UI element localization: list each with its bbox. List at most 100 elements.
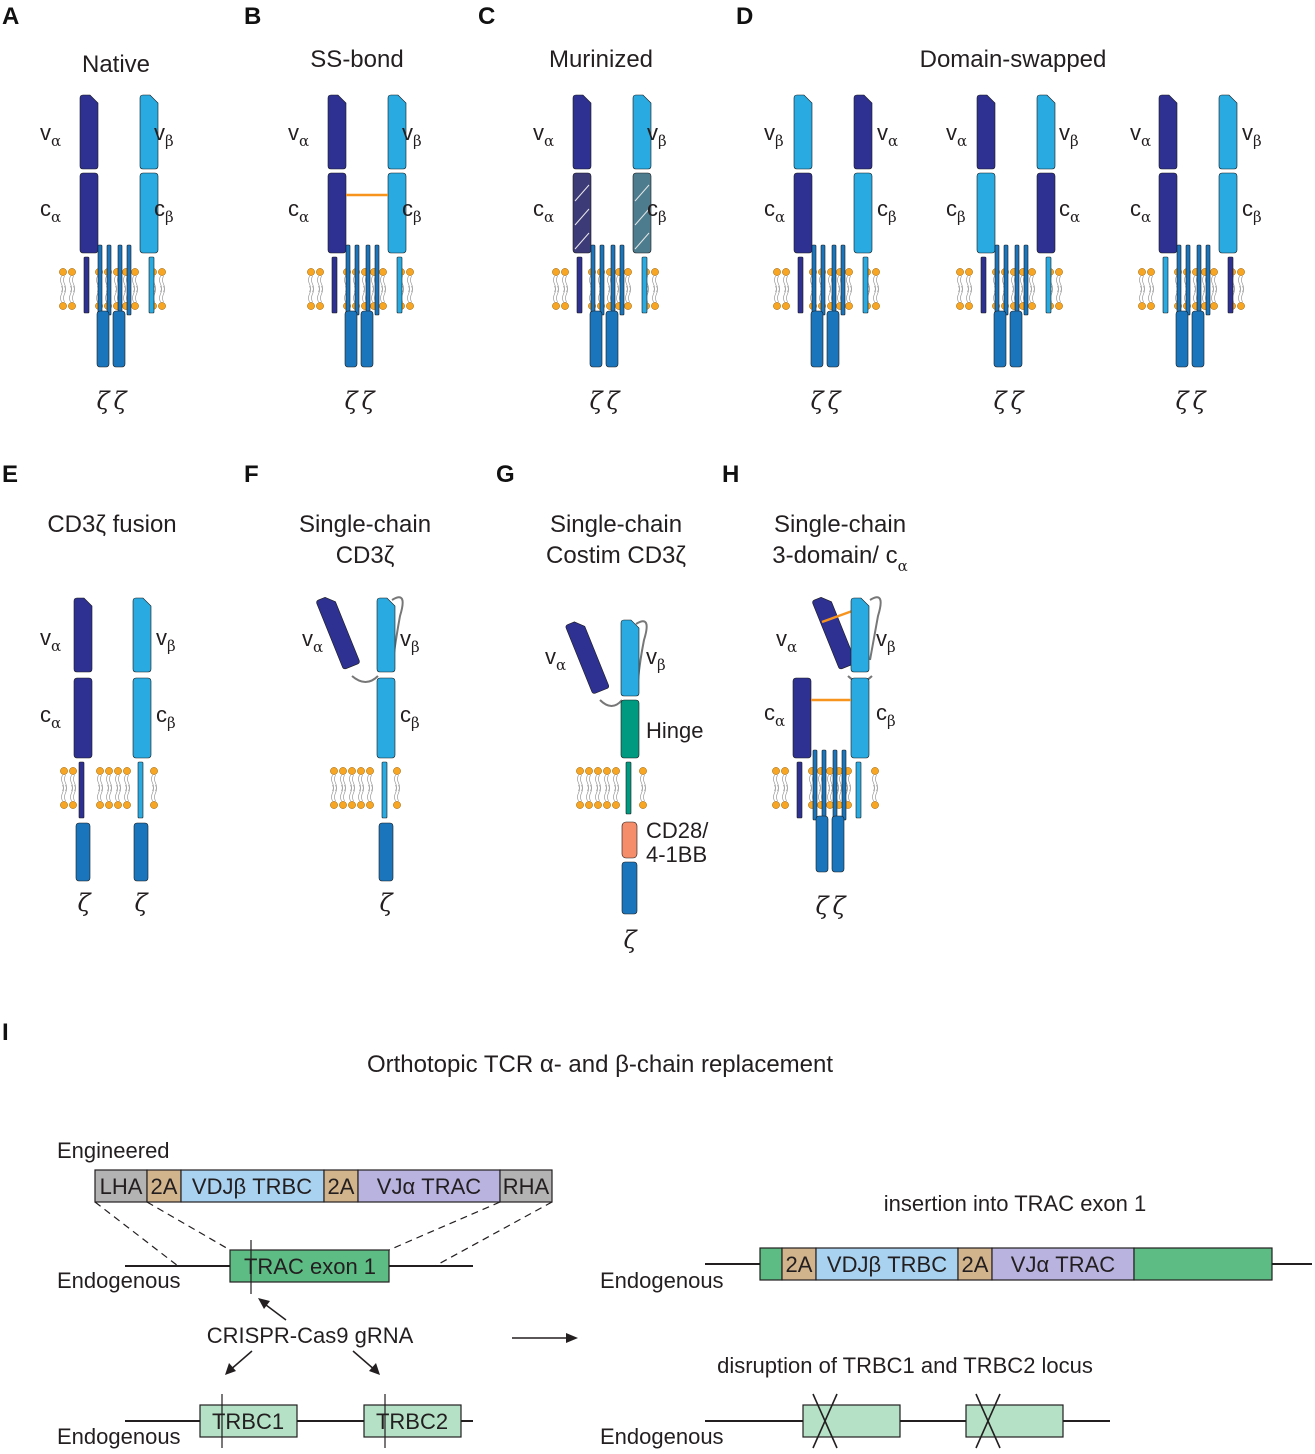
zeta-label: ζ — [623, 926, 638, 954]
murine-hatch-line — [634, 184, 650, 202]
label-ca-subscript: α — [1070, 208, 1080, 226]
cd3-bar-3 — [374, 244, 380, 316]
panel-letter-i: I — [2, 1019, 9, 1046]
tm-right — [641, 256, 648, 314]
title-single-chain-cd3z-line1: Single-chain — [299, 511, 431, 538]
panel-letter-g: G — [496, 461, 515, 488]
lipid-head — [69, 767, 77, 775]
lipid-tail — [72, 285, 75, 303]
ins-vdjb-trbc-label: VDJβ TRBC — [827, 1252, 947, 1277]
lipid-head — [339, 767, 347, 775]
zeta-label-left: ζ — [1175, 387, 1190, 415]
title-costim-line1: Single-chain — [550, 511, 682, 538]
cd3-bar-3 — [1205, 244, 1211, 316]
lipid-tail — [358, 784, 361, 802]
label-ca: cα — [40, 702, 61, 732]
lipid-head — [603, 801, 611, 809]
label-cb-subscript: β — [413, 208, 422, 226]
lipid-head — [826, 767, 834, 775]
label-vb-letter: v — [1242, 120, 1253, 145]
lipid-head — [585, 767, 593, 775]
label-vb-letter: v — [154, 120, 165, 145]
cd3-bar-1 — [354, 244, 360, 316]
lipid-head — [1237, 302, 1245, 310]
lipid-tail — [607, 784, 610, 802]
label-ca-subscript: α — [51, 714, 61, 732]
lipid-head — [965, 302, 973, 310]
lipid-head — [357, 801, 365, 809]
c-domain-left — [327, 172, 347, 254]
lipid-head — [1210, 302, 1218, 310]
lipid-tail — [361, 784, 364, 802]
seg-vdjb-trbc — [180, 1169, 325, 1203]
label-va-subscript: α — [51, 637, 61, 655]
c-domain-right — [632, 172, 652, 254]
c-domain-alpha — [792, 677, 812, 759]
lipid-tail — [127, 784, 130, 802]
title-cd3z-fusion: CD3ζ fusion — [47, 511, 176, 538]
label-va-subscript: α — [313, 638, 323, 656]
tm-hinge — [625, 761, 632, 815]
title-ss-bond: SS-bond — [310, 46, 403, 73]
linker-lower — [599, 699, 623, 707]
lipid-head — [1055, 302, 1063, 310]
lipid-tail — [343, 784, 346, 802]
trac-exon-box — [229, 1249, 390, 1283]
label-ca: cα — [1059, 196, 1080, 226]
lipid-tail — [809, 784, 812, 802]
lipid-tail — [362, 285, 365, 303]
trbc1-box — [199, 1404, 298, 1438]
membrane — [576, 767, 647, 809]
lipid-head — [594, 767, 602, 775]
lipid-tail — [553, 285, 556, 303]
homology-lines — [94, 1201, 553, 1267]
v-domain-right — [1036, 94, 1056, 170]
lipid-tail — [70, 784, 73, 802]
lipid-tail — [818, 784, 821, 802]
seg-vdjb-trbc-label: VDJβ TRBC — [192, 1174, 312, 1199]
lipid-tail — [61, 784, 64, 802]
lipid-tail — [652, 285, 655, 303]
lipid-tail — [969, 285, 972, 303]
label-va-subscript: α — [299, 132, 309, 150]
lipid-tail — [407, 285, 410, 303]
lipid-head — [576, 801, 584, 809]
label-va-subscript: α — [888, 132, 898, 150]
lipid-tail — [774, 285, 777, 303]
label-va-subscript: α — [957, 132, 967, 150]
panel-letter-h: H — [722, 461, 739, 488]
label-ca-subscript: α — [775, 208, 785, 226]
seg-2a-1-label: 2A — [151, 1174, 178, 1199]
lipid-head — [1138, 268, 1146, 276]
zeta-label-left: ζ — [589, 387, 604, 415]
lipid-head — [158, 268, 166, 276]
lipid-head — [872, 268, 880, 276]
lipid-head — [624, 302, 632, 310]
murine-hatch-line — [634, 232, 650, 250]
tm-right — [148, 256, 155, 314]
c-domain-right — [387, 172, 407, 254]
trbc1-label: TRBC1 — [212, 1409, 284, 1434]
lipid-tail — [135, 285, 138, 303]
lipid-head — [316, 302, 324, 310]
lipid-tail — [957, 285, 960, 303]
label-cb: cβ — [647, 196, 667, 226]
seg-rha-label: RHA — [503, 1174, 550, 1199]
cd3-bar-2 — [831, 244, 837, 316]
murine-hatch-line — [574, 232, 590, 250]
label-ca: cα — [764, 196, 785, 226]
label-va: vα — [545, 644, 566, 674]
lipid-head — [871, 767, 879, 775]
v-domain-left — [1158, 94, 1178, 170]
tm-left — [1162, 256, 1169, 314]
cd3-bar-3 — [619, 244, 625, 316]
lipid-head — [60, 767, 68, 775]
lipid-head — [651, 268, 659, 276]
label-cb: cβ — [400, 702, 420, 732]
lipid-tail — [1142, 285, 1145, 303]
ins-2a-2-label: 2A — [962, 1252, 989, 1277]
lipid-tail — [1029, 285, 1032, 303]
label-va-letter: v — [533, 120, 544, 145]
v-domain-left — [73, 597, 93, 673]
